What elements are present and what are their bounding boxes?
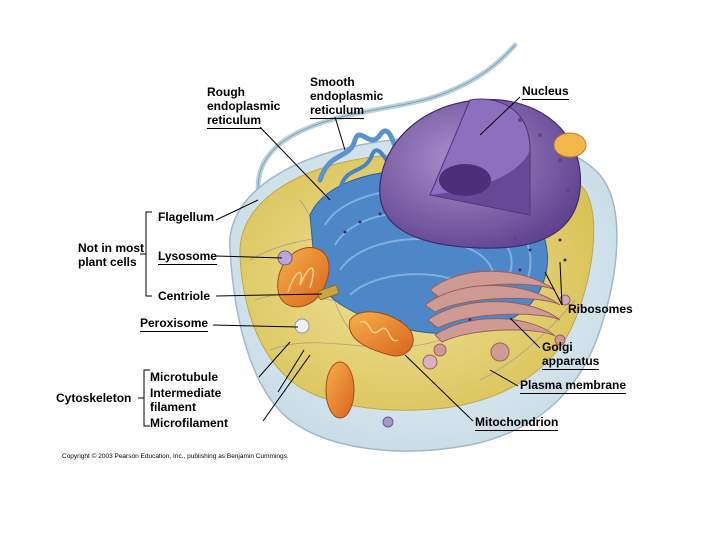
copyright-notice: Copyright © 2003 Pearson Education, Inc.… bbox=[62, 453, 289, 460]
label-cytoskeleton: Cytoskeleton bbox=[56, 391, 132, 405]
label-microtubule: Microtubule bbox=[150, 370, 218, 384]
label-peroxisome: Peroxisome bbox=[140, 316, 209, 332]
label-intermediate-filament: Intermediate filament bbox=[150, 386, 222, 414]
nucleus-shape bbox=[379, 98, 582, 249]
label-ribosomes: Ribosomes bbox=[568, 302, 633, 316]
golgi-apparatus-shape bbox=[422, 270, 566, 370]
label-microfilament: Microfilament bbox=[150, 416, 229, 430]
small-organelles bbox=[277, 250, 571, 428]
label-centriole: Centriole bbox=[158, 289, 211, 303]
leader-lines bbox=[138, 96, 563, 427]
label-golgi-apparatus: Golgi apparatus bbox=[542, 340, 600, 370]
label-mitochondrion: Mitochondrion bbox=[475, 415, 559, 431]
label-plasma-membrane: Plasma membrane bbox=[520, 378, 627, 394]
label-rough-er: Rough endoplasmic reticulum bbox=[207, 85, 281, 129]
label-flagellum: Flagellum bbox=[158, 210, 215, 224]
mitochondria-shape bbox=[277, 132, 587, 419]
label-lysosome: Lysosome bbox=[158, 249, 217, 265]
label-smooth-er: Smooth endoplasmic reticulum bbox=[310, 75, 384, 119]
label-nucleus: Nucleus bbox=[522, 84, 569, 100]
label-not-in-plant-cells: Not in most plant cells bbox=[78, 241, 144, 269]
